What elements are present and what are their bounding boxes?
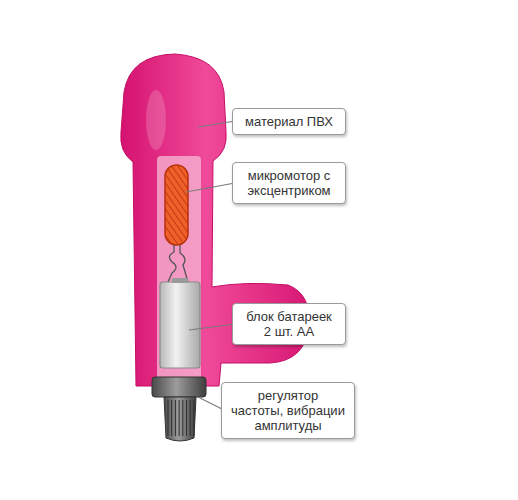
callout-box: блок батареек 2 шт. АА <box>232 303 346 345</box>
highlight <box>146 90 166 150</box>
micromotor <box>165 165 188 245</box>
wire <box>168 245 188 282</box>
callout-text: материал ПВХ <box>241 114 337 129</box>
callout-box: микромотор с эксцентриком <box>232 162 346 204</box>
control-knob <box>152 377 206 397</box>
callout-text: регулятор частоты, вибрации амплитуды <box>230 388 346 433</box>
callout-text: блок батареек 2 шт. АА <box>241 309 337 339</box>
control-cap <box>164 397 196 441</box>
callout-box: материал ПВХ <box>232 108 346 135</box>
callout-text: микромотор с эксцентриком <box>241 168 337 198</box>
leader-lines <box>186 121 235 410</box>
battery-terminal <box>172 278 188 283</box>
knurling <box>168 400 194 436</box>
battery-block <box>160 282 200 368</box>
callout-box: регулятор частоты, вибрации амплитуды <box>221 382 355 439</box>
